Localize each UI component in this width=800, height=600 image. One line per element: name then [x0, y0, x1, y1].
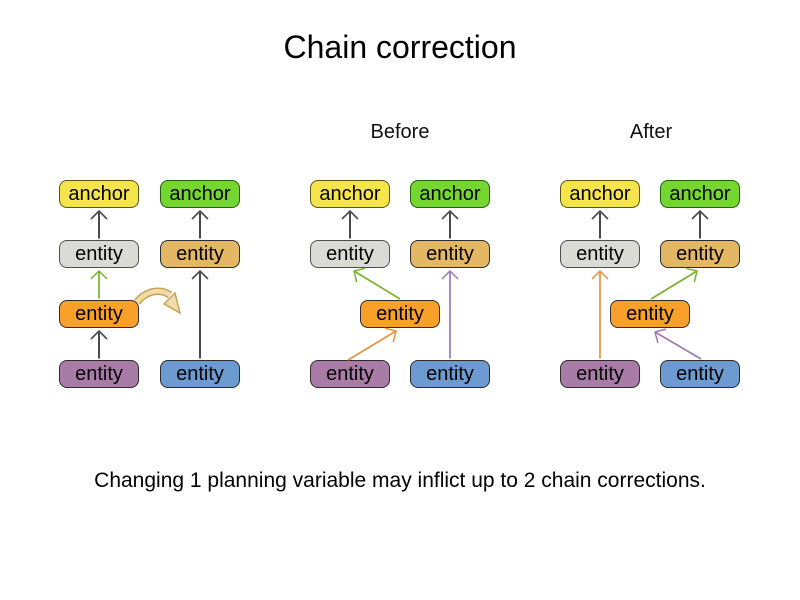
arrow-g2-orange-to-gray — [353, 267, 401, 300]
g3-entity-purple: entity — [560, 360, 640, 388]
g1-anchor-green: anchor — [160, 180, 240, 208]
arrow-g3-orange-to-tan — [650, 267, 698, 300]
g2-entity-tan: entity — [410, 240, 490, 268]
move-arrow — [134, 287, 182, 315]
after-label: After — [629, 121, 673, 143]
g1-entity-blue: entity — [160, 360, 240, 388]
g3-entity-gray: entity — [560, 240, 640, 268]
g1-entity-tan: entity — [160, 240, 240, 268]
g2-entity-purple: entity — [310, 360, 390, 388]
arrow-g3-blue-to-orange — [654, 328, 702, 360]
g3-entity-blue: entity — [660, 360, 740, 388]
g3-entity-tan: entity — [660, 240, 740, 268]
arrow-g2-purple-to-orange — [347, 327, 397, 361]
caption: Changing 1 planning variable may inflict… — [94, 469, 706, 492]
g1-entity-purple: entity — [59, 360, 139, 388]
g1-entity-orange: entity — [59, 300, 139, 328]
g2-anchor-yellow: anchor — [310, 180, 390, 208]
g2-anchor-green: anchor — [410, 180, 490, 208]
g2-entity-gray: entity — [310, 240, 390, 268]
g2-entity-blue: entity — [410, 360, 490, 388]
g2-entity-orange: entity — [360, 300, 440, 328]
g3-anchor-green: anchor — [660, 180, 740, 208]
g3-anchor-yellow: anchor — [560, 180, 640, 208]
g1-entity-gray: entity — [59, 240, 139, 268]
g3-entity-orange: entity — [610, 300, 690, 328]
before-label: Before — [370, 121, 430, 143]
g1-anchor-yellow: anchor — [59, 180, 139, 208]
page-title: Chain correction — [283, 29, 517, 65]
